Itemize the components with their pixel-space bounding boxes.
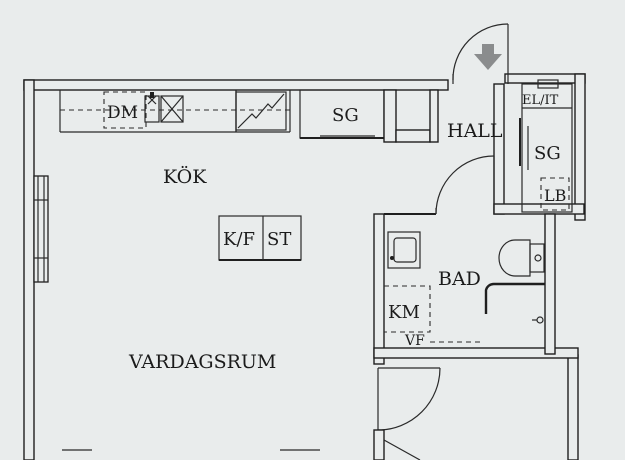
living-room-label: VARDAGSRUM [128,351,276,373]
kitchen-wardrobe-label: SG [332,105,359,126]
hall-label: HALL [447,120,503,142]
entry-door [452,23,509,84]
fridge-freezer-label: K/F [223,229,255,250]
hall-closet [519,79,573,213]
kitchen-label: KÖK [163,165,207,188]
bathroom-label: BAD [438,268,481,290]
linen-cabinet-label: LB [544,186,566,205]
dishwasher-label: DM [107,103,138,123]
bathroom-sink-icon [387,231,421,269]
dishwasher-box [103,91,147,129]
fridge-stove-unit [218,215,302,261]
washing-machine-box [383,285,431,333]
stove-label: ST [267,229,291,250]
window [33,175,49,283]
sink-icon [144,92,184,123]
electrical-it-label: EL/IT [522,93,559,108]
bathroom-door [435,155,495,215]
hall-wardrobe-label: SG [534,143,561,164]
washing-machine-label: KM [388,302,420,323]
linen-cabinet-box [540,177,570,211]
water-heater-label: VF [404,333,425,349]
exterior-walls [23,73,586,460]
shower-rod-icon [484,282,545,324]
entry-arrow-icon [474,44,502,70]
toilet-icon [498,239,545,277]
vent-icon [235,91,287,131]
living-room-door [373,367,441,460]
